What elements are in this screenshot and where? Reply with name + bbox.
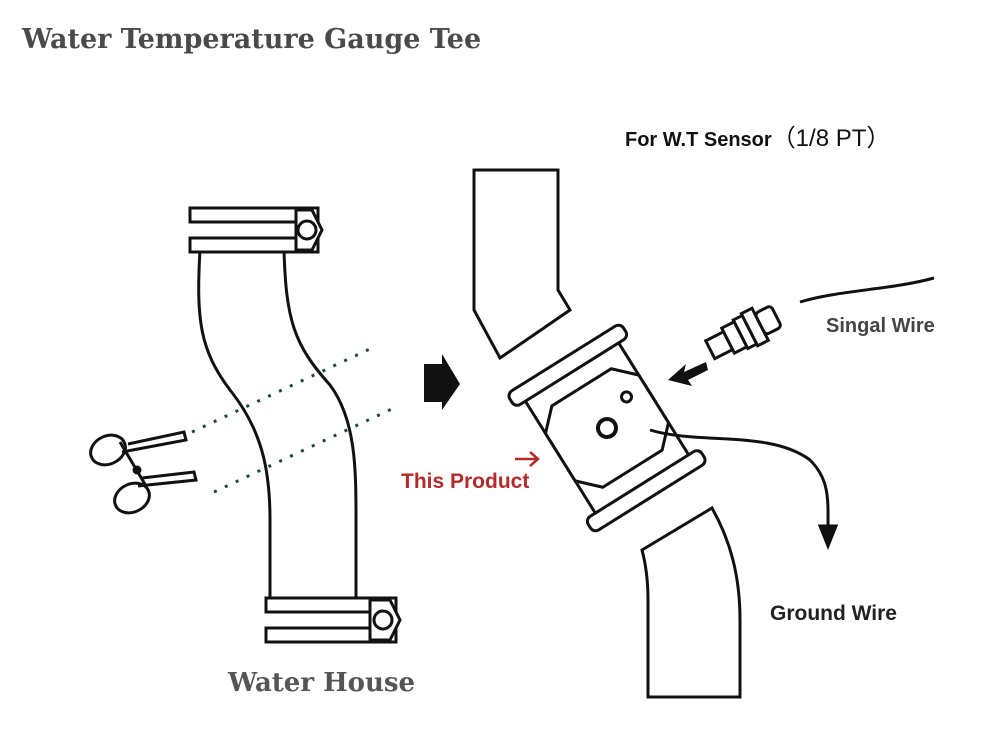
this-product-label: This Product: [401, 470, 530, 493]
cut-lines: [191, 346, 395, 494]
tee-product: [507, 323, 707, 533]
sensor-probe: [703, 305, 782, 361]
lower-pipe-segment: [640, 505, 742, 699]
scissors-icon: [89, 430, 198, 515]
sensor-label-spec: （1/8 PT）: [771, 125, 891, 152]
top-hose-clamp: [188, 206, 324, 254]
upper-pipe-segment: [472, 168, 573, 361]
water-house-pipe: [197, 249, 358, 600]
water-house-label: Water House: [228, 668, 416, 698]
sensor-label: For W.T Sensor（1/8 PT）: [625, 118, 890, 153]
red-arrow-icon: [515, 451, 540, 467]
sensor-arrow-icon: [668, 362, 708, 386]
signal-wire: [799, 276, 935, 304]
sensor-label-prefix: For W.T Sensor: [625, 129, 772, 151]
ground-wire: [649, 428, 839, 551]
ground-wire-label: Ground Wire: [770, 602, 897, 625]
right-arrow-icon: [424, 354, 460, 410]
page-title: Water Temperature Gauge Tee: [22, 24, 482, 55]
signal-wire-label: Singal Wire: [826, 315, 935, 337]
bottom-hose-clamp: [264, 596, 402, 644]
